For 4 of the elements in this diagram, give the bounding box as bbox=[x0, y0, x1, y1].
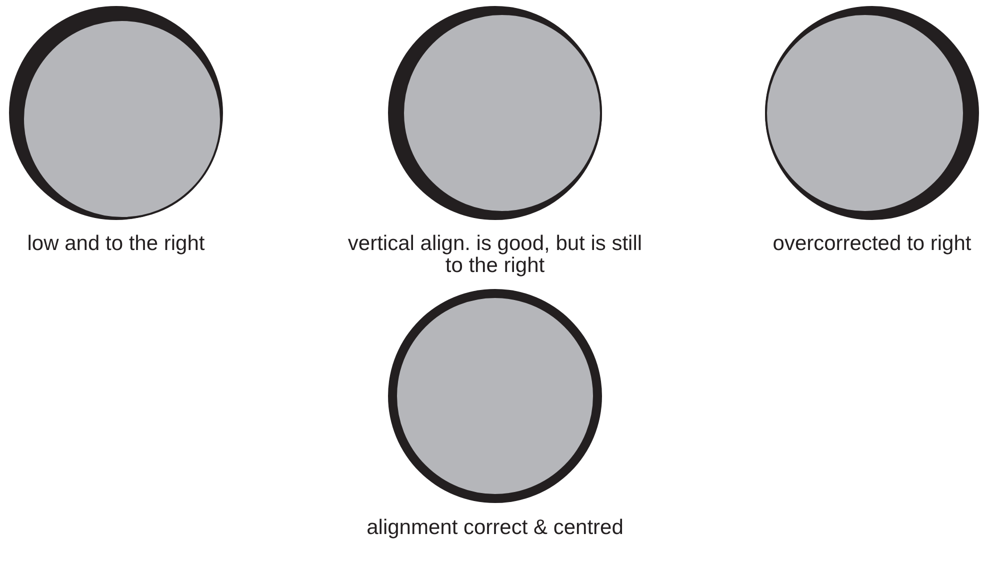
node-label: vertical align. is good, but is still to the right bbox=[346, 233, 644, 277]
node-label: alignment correct & centred bbox=[366, 517, 624, 539]
node-label: overcorrected to right bbox=[772, 233, 972, 255]
node-label: low and to the right bbox=[26, 233, 206, 255]
